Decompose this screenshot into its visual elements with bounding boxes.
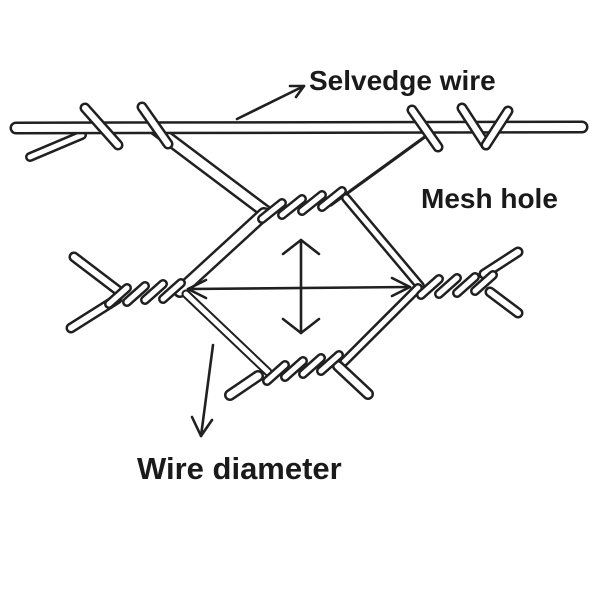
mesh-hole-horizontal-arrow [186,276,412,300]
mesh-diagonal-right [329,129,435,207]
mesh-hole-label: Mesh hole [421,183,558,214]
mesh-hexagon-edges [173,193,425,377]
selvedge-label-arrow [235,84,306,121]
selvedge-wire [9,120,589,135]
selvedge-wire-label: Selvedge wire [309,65,496,96]
right-twist [416,246,524,319]
top-twist [257,186,347,224]
wire-diameter-label: Wire diameter [137,451,342,486]
left-twist [65,251,186,334]
wire-diameter-arrow [190,343,215,438]
mesh-hole-vertical-arrow [281,238,321,335]
selvedge-wrap-tail [25,130,87,162]
bottom-twist [224,350,374,401]
selvedge-wire-wraps [79,101,514,153]
